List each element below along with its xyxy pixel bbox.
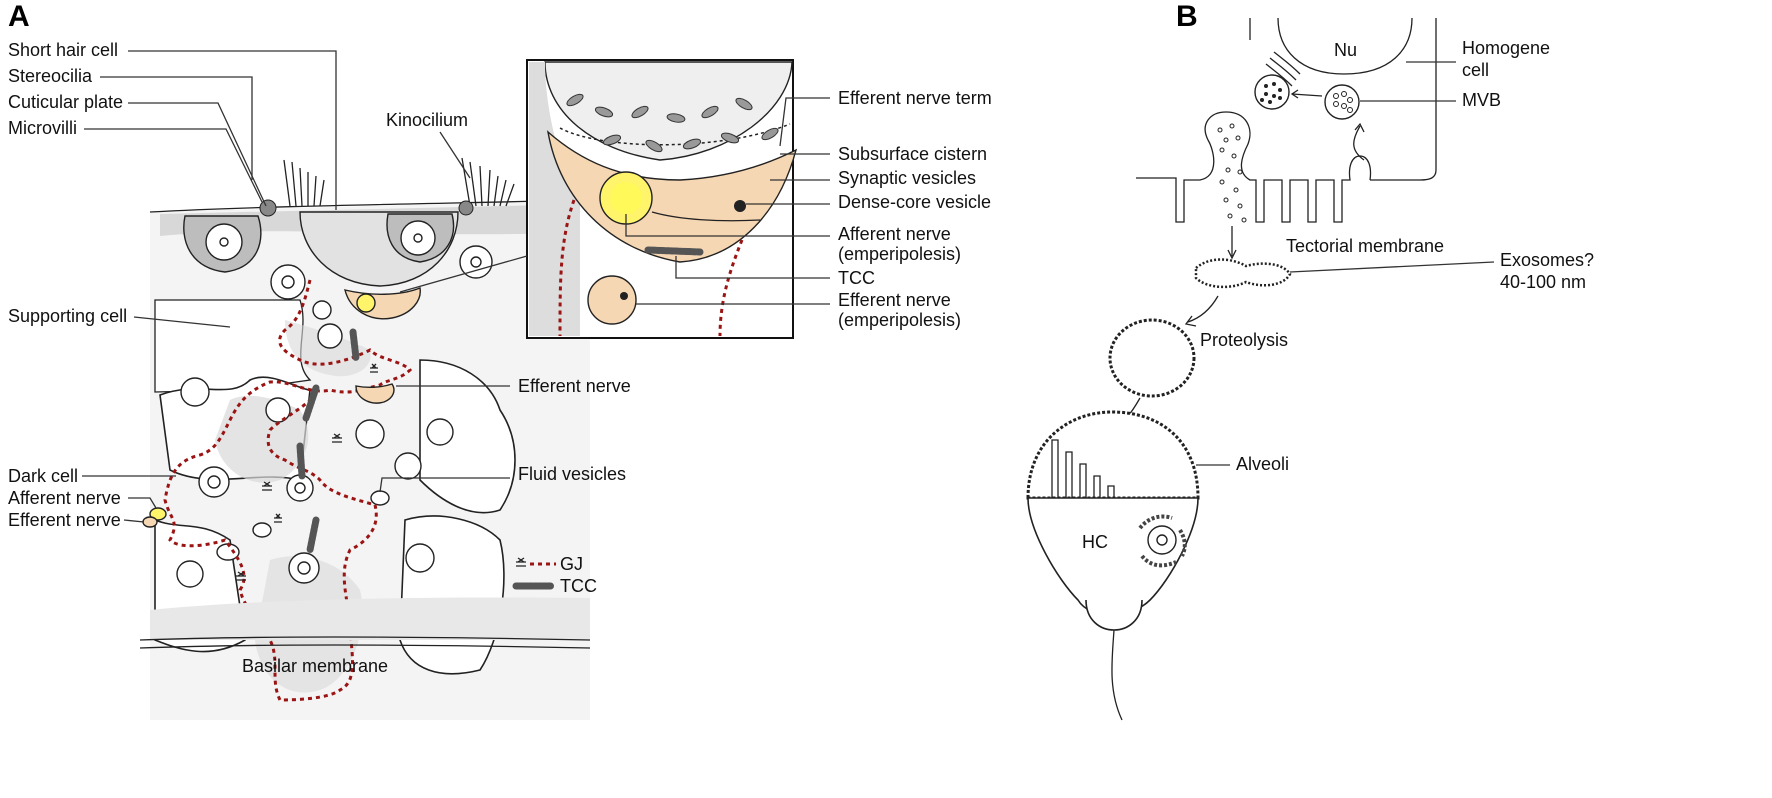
exocytosis-dots bbox=[1217, 123, 1247, 223]
label-inset-tcc: TCC bbox=[838, 268, 875, 288]
supporting-cell-region bbox=[154, 299, 312, 393]
panel-label-b: B bbox=[1176, 0, 1198, 33]
label-cuticular-plate: Cuticular plate bbox=[8, 92, 123, 112]
small-cell-2 bbox=[459, 245, 493, 279]
nucleus-outline bbox=[1277, 17, 1413, 75]
lower-cell-3 bbox=[399, 515, 505, 675]
inset-efferent-emperipolesis bbox=[587, 275, 637, 325]
efferent-terminal-mid bbox=[355, 383, 395, 404]
panel-a-labels: Short hair cell Stereocilia Cuticular pl… bbox=[8, 40, 992, 676]
fluid-vesicles-group bbox=[216, 490, 390, 561]
legend-gj-label: GJ bbox=[560, 554, 583, 574]
label-inset-afferent-1: Afferent nerve bbox=[838, 224, 951, 244]
label-inset-efferent-term: Efferent nerve term bbox=[838, 88, 992, 108]
label-supporting-cell: Supporting cell bbox=[8, 306, 127, 326]
stereocilia-b bbox=[1051, 439, 1115, 498]
microvilli-bump-2 bbox=[458, 200, 474, 216]
label-nu: Nu bbox=[1334, 40, 1357, 60]
label-exosomes-2: 40-100 nm bbox=[1500, 272, 1586, 292]
label-kinocilium: Kinocilium bbox=[386, 110, 468, 130]
label-inset-dense-core: Dense-core vesicle bbox=[838, 192, 991, 212]
label-microvilli: Microvilli bbox=[8, 118, 77, 138]
label-efferent-nerve-mid: Efferent nerve bbox=[518, 376, 631, 396]
tcc-group bbox=[296, 328, 360, 554]
kinocilium-bundle bbox=[461, 157, 515, 207]
label-inset-efferent-1: Efferent nerve bbox=[838, 290, 951, 310]
efferent-nerve-left bbox=[142, 516, 158, 528]
mitochondria bbox=[566, 93, 779, 153]
basal-layer bbox=[150, 597, 590, 640]
proteolysis-ring bbox=[1108, 318, 1196, 398]
stereocilia-bundle-1 bbox=[283, 159, 325, 207]
gj-symbols bbox=[236, 363, 378, 581]
label-homogene-2: cell bbox=[1462, 60, 1489, 80]
legend-tcc-label: TCC bbox=[560, 576, 597, 596]
hair-cell-body bbox=[1027, 497, 1199, 616]
apical-membrane-b bbox=[1136, 111, 1372, 223]
label-alveoli: Alveoli bbox=[1236, 454, 1289, 474]
nerve-fiber bbox=[1111, 629, 1123, 721]
label-stereocilia: Stereocilia bbox=[8, 66, 93, 86]
label-inset-afferent-2: (emperipolesis) bbox=[838, 244, 961, 264]
label-exosomes-1: Exosomes? bbox=[1500, 250, 1594, 270]
basilar-line-1 bbox=[139, 636, 591, 641]
inset-dense-core-vesicle bbox=[734, 200, 746, 212]
label-inset-efferent-2: (emperipolesis) bbox=[838, 310, 961, 330]
label-tectorial: Tectorial membrane bbox=[1286, 236, 1444, 256]
afferent-ending-apical bbox=[356, 293, 376, 313]
alveoli-dome bbox=[1026, 410, 1200, 500]
label-proteolysis: Proteolysis bbox=[1200, 330, 1288, 350]
label-homogene-1: Homogene bbox=[1462, 38, 1550, 58]
label-short-hair-cell: Short hair cell bbox=[8, 40, 118, 60]
lower-cell-2 bbox=[419, 359, 516, 514]
small-cell-1 bbox=[270, 264, 306, 300]
inset-box bbox=[399, 59, 798, 339]
panel-label-a: A bbox=[8, 0, 30, 33]
label-efferent-nerve-left: Efferent nerve bbox=[8, 510, 121, 530]
mvb-dark-dots bbox=[1260, 82, 1282, 104]
microvilli-bump bbox=[259, 199, 277, 217]
label-inset-synaptic: Synaptic vesicles bbox=[838, 168, 976, 188]
label-mvb: MVB bbox=[1462, 90, 1501, 110]
mvb-light bbox=[1324, 84, 1360, 120]
label-hc: HC bbox=[1082, 532, 1108, 552]
nucleus-group bbox=[176, 300, 454, 588]
panel-b-diagram: Nu Homogene cell MVB Tectorial membrane … bbox=[1026, 17, 1594, 721]
mvb-dark bbox=[1254, 74, 1290, 110]
exosome-cluster bbox=[1194, 258, 1292, 289]
hair-cell-1 bbox=[183, 215, 262, 273]
legend-gj: GJ bbox=[516, 554, 583, 574]
short-hair-cell bbox=[299, 211, 459, 287]
legend-tcc: TCC bbox=[512, 576, 597, 596]
tissue-section bbox=[139, 157, 591, 720]
label-afferent-nerve: Afferent nerve bbox=[8, 488, 121, 508]
apical-surface bbox=[149, 199, 591, 213]
label-inset-subsurface: Subsurface cistern bbox=[838, 144, 987, 164]
afferent-nerve-left bbox=[149, 507, 167, 521]
mvb-light-dots bbox=[1333, 91, 1353, 113]
label-basilar-membrane: Basilar membrane bbox=[242, 656, 388, 676]
basilar-line-2 bbox=[139, 644, 591, 649]
label-dark-cell: Dark cell bbox=[8, 466, 78, 486]
label-fluid-vesicles: Fluid vesicles bbox=[518, 464, 626, 484]
